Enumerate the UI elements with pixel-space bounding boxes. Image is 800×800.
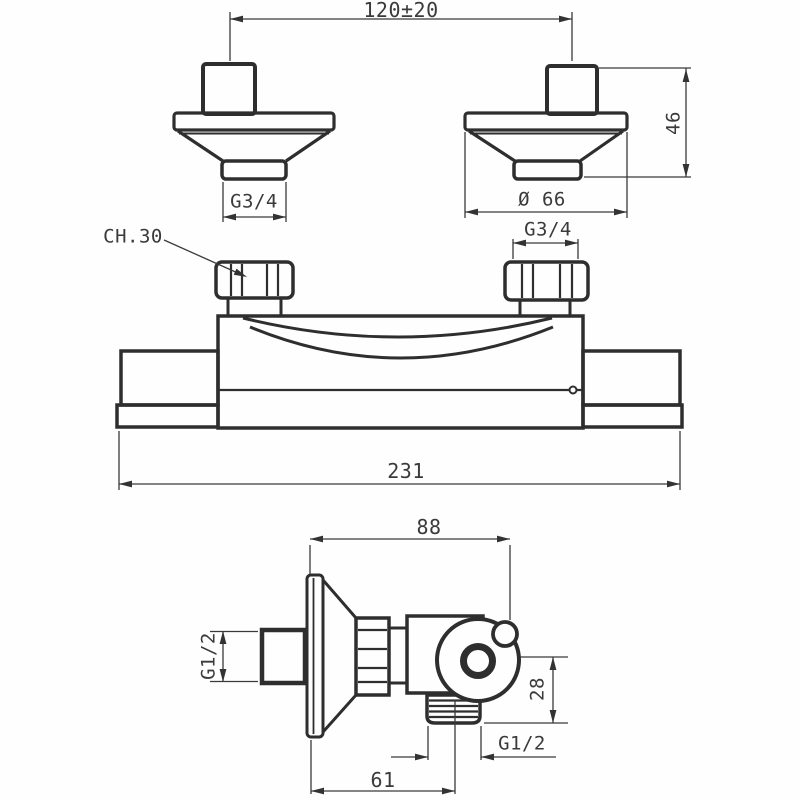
dim-flange-diameter <box>464 132 628 218</box>
dim-label-outlet-thread: G1/2 <box>498 732 546 755</box>
dim-label-depth: 88 <box>416 515 442 539</box>
right-end-band <box>581 403 684 429</box>
dim-depth <box>309 535 511 620</box>
hex-adapter <box>354 616 409 697</box>
side-view <box>259 573 521 739</box>
front-view-dimensions <box>118 12 691 490</box>
dim-label-nut-thread: G3/4 <box>524 218 572 241</box>
right-union-nut <box>503 260 590 316</box>
temperature-button <box>491 620 519 648</box>
dim-label-body-width: 231 <box>387 459 425 483</box>
dim-label-inlet-thread: G1/2 <box>197 632 220 680</box>
dim-union-height <box>584 67 691 178</box>
front-view <box>115 62 684 430</box>
dim-body-width <box>118 431 681 490</box>
dim-label-union-height: 46 <box>662 111 685 135</box>
dim-left-union-thread <box>222 182 287 222</box>
outlet-thread-lines <box>429 699 478 719</box>
wall-inlet-stub <box>259 627 308 686</box>
left-union-nut <box>214 260 295 316</box>
dim-label-connection-centers: 120±20 <box>363 0 439 22</box>
dim-label-left-union-thread: G3/4 <box>230 190 278 213</box>
saddle-inner-curve <box>249 325 554 360</box>
body-pin <box>568 385 578 395</box>
side-view-dimensions <box>210 535 568 795</box>
saddle-outer-curve <box>242 316 553 339</box>
dim-label-outlet-height: 28 <box>526 677 549 701</box>
left-end-band <box>115 403 220 429</box>
dim-inlet-thread <box>210 630 258 683</box>
rosette-cone <box>321 579 358 733</box>
dim-label-flange-diameter: Ø 66 <box>518 188 566 211</box>
mixer-body <box>115 314 684 430</box>
left-eccentric-union <box>172 62 336 181</box>
dim-nut-thread <box>512 239 579 259</box>
wrench-size-leader <box>163 239 247 277</box>
left-end-cap <box>119 349 220 407</box>
dim-outlet-thread <box>391 726 556 761</box>
right-end-cap <box>581 349 682 407</box>
knob-hub <box>460 643 496 679</box>
wall-rosette <box>305 573 358 739</box>
dim-connection-centers <box>229 12 573 61</box>
dim-outlet-offset <box>310 700 456 795</box>
right-eccentric-union <box>463 64 629 181</box>
dim-outlet-height <box>484 656 568 724</box>
label-wrench-size: CH.30 <box>103 225 163 248</box>
dim-label-outlet-offset: 61 <box>370 768 396 792</box>
